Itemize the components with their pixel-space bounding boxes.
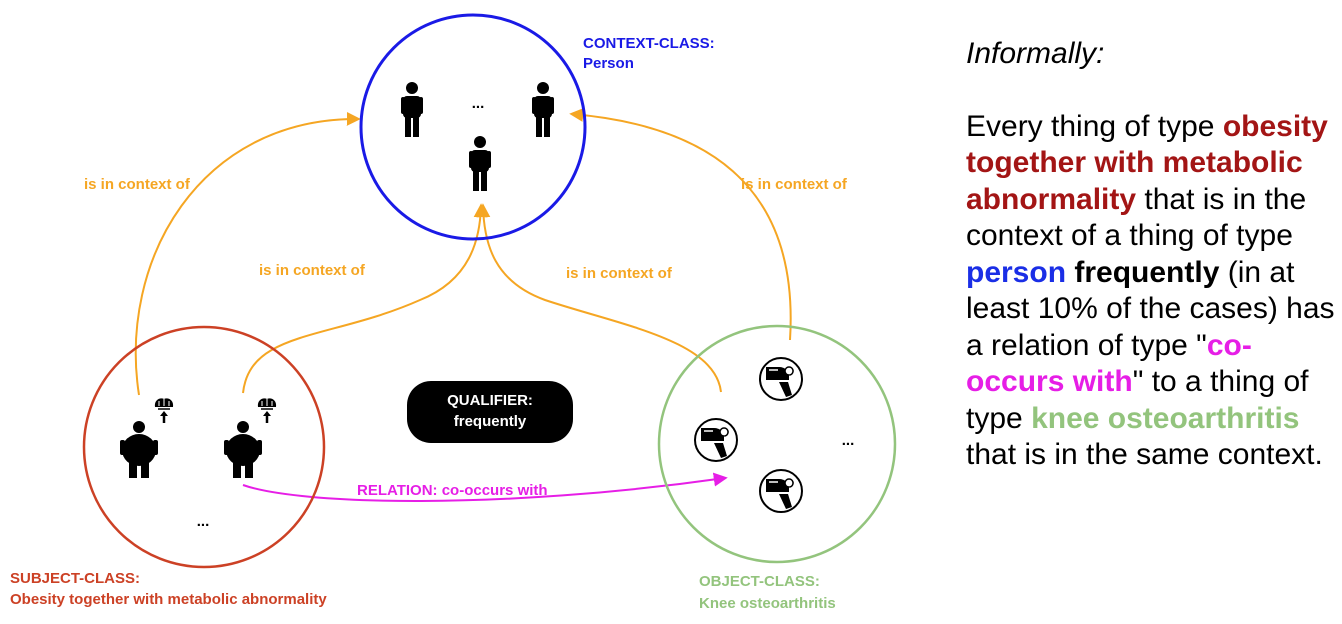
subject-class-circle (82, 325, 326, 569)
object-class-name: Knee osteoarthritis (699, 595, 836, 612)
informal-explanation: Informally: Every thing of type obesity … (966, 36, 1336, 474)
brain-icon (153, 397, 175, 425)
qualifier-title: QUALIFIER: (447, 392, 533, 409)
edge-object-inner (476, 203, 722, 393)
quote-open: " (1196, 328, 1207, 362)
explanation-part: that is in the same context. (966, 438, 1323, 471)
explanation-part: to a thing of type (966, 365, 1309, 435)
edge-label-object-inner: is in context of (566, 265, 673, 282)
context-class-title: CONTEXT-CLASS: (583, 35, 715, 52)
edge-subject-inner (242, 203, 488, 394)
edge-subject-outer (134, 111, 361, 396)
explanation-part: (in at least 10% of the cases) has a rel… (966, 255, 1335, 362)
qualifier-term: frequently (1074, 255, 1220, 289)
explanation-part: that is in the context of a thing of typ… (966, 182, 1307, 253)
subject-class-name: Obesity together with metabolic abnormal… (10, 591, 327, 608)
person-icon (401, 82, 423, 137)
person-icon (532, 82, 554, 137)
quote-close: " (1132, 365, 1144, 398)
explanation-heading: Informally: (966, 37, 1105, 70)
explanation-part: Every thing of type (966, 109, 1215, 143)
knee-joint-icon (694, 418, 738, 462)
subject-ellipsis: ... (197, 513, 210, 530)
brain-icon (256, 397, 278, 425)
explanation-text: Every thing of type obesity together wit… (966, 110, 1335, 472)
qualifier-badge (407, 381, 573, 443)
relation-edge (242, 472, 728, 502)
obese-person-icon (120, 421, 158, 478)
object-class-title: OBJECT-CLASS: (699, 573, 820, 590)
obese-person-icon (224, 421, 262, 478)
edge-object-outer (569, 107, 792, 341)
relation-label: RELATION: co-occurs with (357, 482, 548, 499)
object-ellipsis: ... (842, 432, 855, 449)
object-class-circle (657, 324, 897, 564)
context-term: person (966, 255, 1067, 289)
context-class-name: Person (583, 55, 634, 72)
person-icon (469, 136, 491, 191)
relation-term: co-occurs with (966, 328, 1252, 399)
edge-label-subject-inner: is in context of (259, 262, 366, 279)
object-term: knee osteoarthritis (1031, 401, 1300, 435)
knee-joint-icon (759, 469, 803, 513)
context-class-circle (359, 13, 587, 241)
edge-label-object-outer: is in context of (741, 176, 848, 193)
subject-term: obesity together with metabolic abnormal… (966, 109, 1328, 216)
qualifier-value: frequently (454, 413, 527, 430)
context-ellipsis: ... (472, 95, 485, 112)
edge-label-subject-outer: is in context of (84, 176, 191, 193)
knee-joint-icon (759, 357, 803, 401)
subject-class-title: SUBJECT-CLASS: (10, 570, 140, 587)
